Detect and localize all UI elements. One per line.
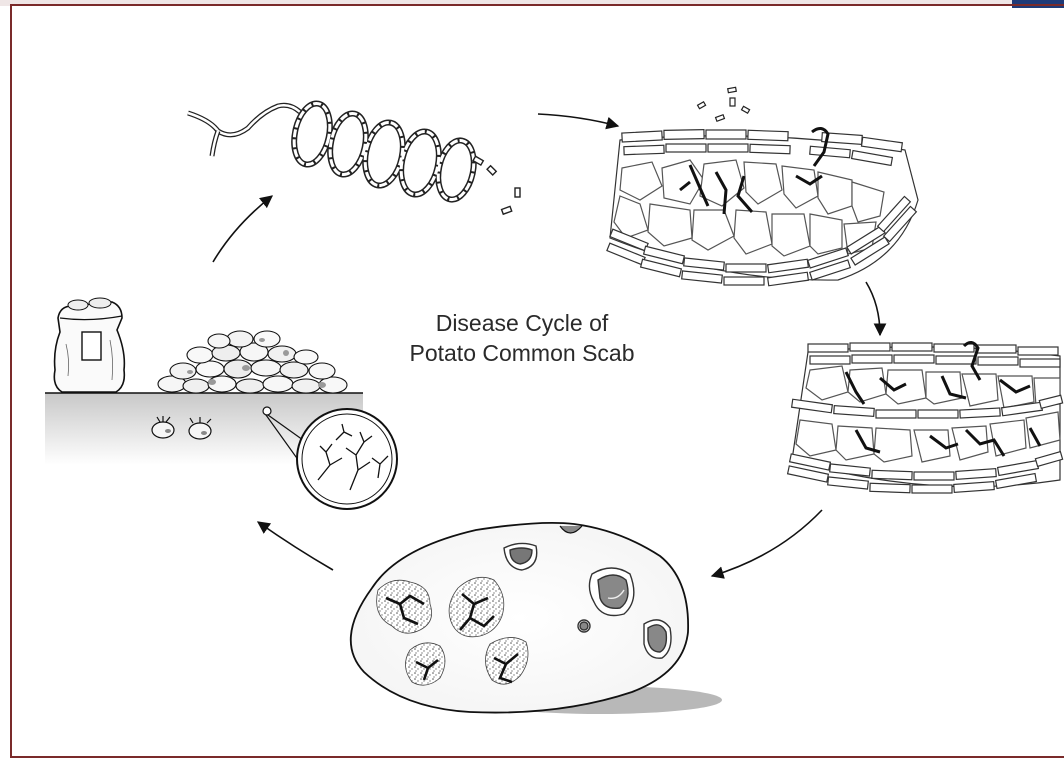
spore-chain-filament-icon <box>188 100 520 214</box>
arrow-filament-to-tissue <box>538 114 618 126</box>
arrow-infection-to-tuber <box>712 510 822 576</box>
arrow-tuber-to-soil <box>258 522 333 570</box>
tuber-tissue-section-icon <box>607 87 918 285</box>
title-line-1: Disease Cycle of <box>372 308 672 338</box>
scabbed-potato-icon <box>351 523 722 714</box>
infected-tissue-section-icon <box>788 342 1063 493</box>
soil-scene <box>45 298 397 509</box>
arrow-soil-to-filament <box>213 196 272 262</box>
diagram-title: Disease Cycle of Potato Common Scab <box>372 308 672 368</box>
title-line-2: Potato Common Scab <box>372 338 672 368</box>
potato-pile-icon <box>158 331 347 393</box>
arrow-tissue-to-infection <box>866 282 880 335</box>
potato-sack-icon <box>54 298 124 392</box>
